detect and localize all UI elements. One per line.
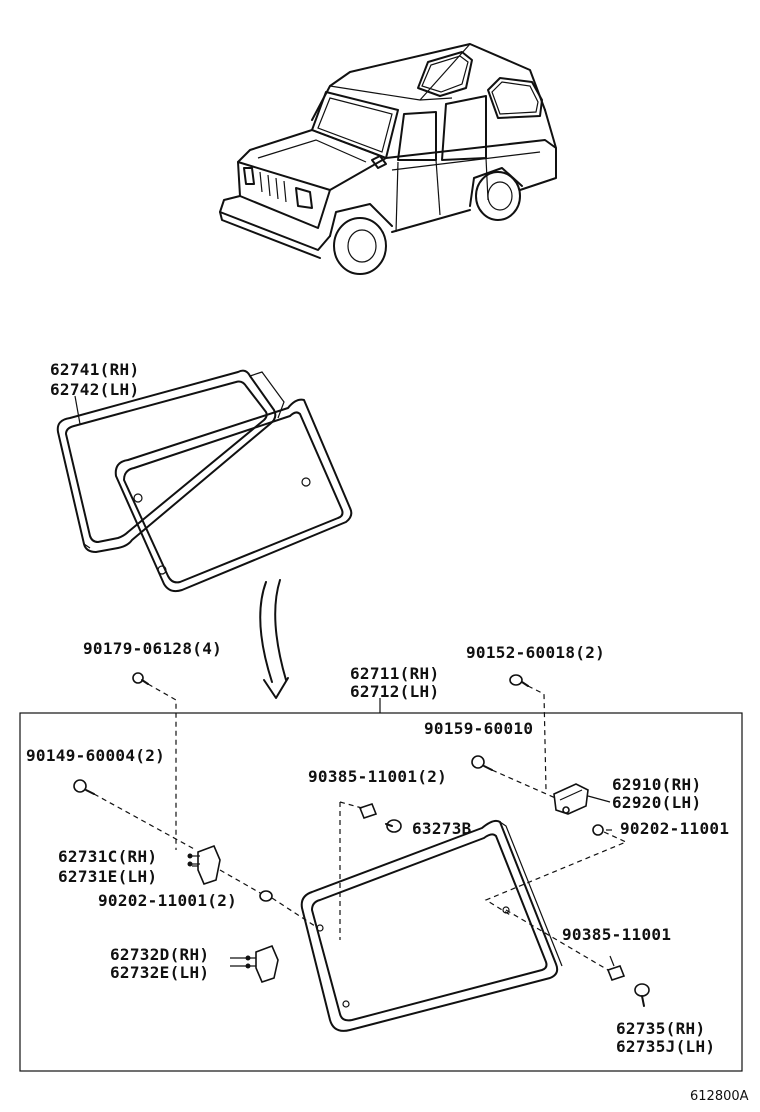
label-washer-left: 90202-11001(2) bbox=[98, 891, 237, 910]
washer-90202-right bbox=[592, 824, 604, 836]
label-cushion: 63273B bbox=[412, 819, 472, 838]
label-washer-right: 90202-11001 bbox=[620, 819, 729, 838]
bolt-90179 bbox=[132, 672, 149, 685]
nut-90385-lower bbox=[606, 965, 626, 981]
stopper-62735 bbox=[634, 983, 650, 1007]
bolt-90152 bbox=[509, 674, 529, 687]
label-screw-right: 90159-60010 bbox=[424, 719, 533, 738]
window-frame-assembly bbox=[300, 819, 563, 1032]
figure-code: 612800A bbox=[690, 1089, 749, 1104]
label-bolt-top-left: 90179-06128(4) bbox=[83, 639, 222, 658]
label-nut-lower: 90385-11001 bbox=[562, 925, 671, 944]
cushion-63273B bbox=[385, 819, 402, 833]
label-glass-assy-lh: 62712(LH) bbox=[350, 682, 439, 701]
glass-panel bbox=[114, 398, 353, 593]
latch-62910 bbox=[553, 783, 589, 815]
nut-90385-center bbox=[358, 803, 378, 819]
washer-90202-left bbox=[259, 890, 273, 902]
label-hinge-lower-lh: 62732E(LH) bbox=[110, 963, 209, 982]
label-bolt-top-right: 90152-60018(2) bbox=[466, 643, 605, 662]
label-glass-seal-rh: 62741(RH) bbox=[50, 360, 139, 379]
label-hinge-lower-rh: 62732D(RH) bbox=[110, 945, 209, 964]
screw-90149 bbox=[73, 779, 95, 795]
label-hinge-upper-rh: 62731C(RH) bbox=[58, 847, 157, 866]
assembly-arrow bbox=[259, 579, 289, 699]
hinge-62731 bbox=[187, 844, 221, 885]
label-stopper-lh: 62735J(LH) bbox=[616, 1037, 715, 1056]
label-stopper-rh: 62735(RH) bbox=[616, 1019, 705, 1038]
label-screw-left: 90149-60004(2) bbox=[26, 746, 165, 765]
label-latch-lh: 62920(LH) bbox=[612, 793, 701, 812]
screw-90159 bbox=[471, 755, 493, 771]
assembly-frame bbox=[19, 712, 743, 1072]
label-glass-assy-rh: 62711(RH) bbox=[350, 664, 439, 683]
vehicle-illustration bbox=[219, 43, 557, 275]
label-glass-seal-lh: 62742(LH) bbox=[50, 380, 139, 399]
label-latch-rh: 62910(RH) bbox=[612, 775, 701, 794]
hinge-62732 bbox=[230, 944, 279, 983]
label-hinge-upper-lh: 62731E(LH) bbox=[58, 867, 157, 886]
label-nut-center: 90385-11001(2) bbox=[308, 767, 447, 786]
